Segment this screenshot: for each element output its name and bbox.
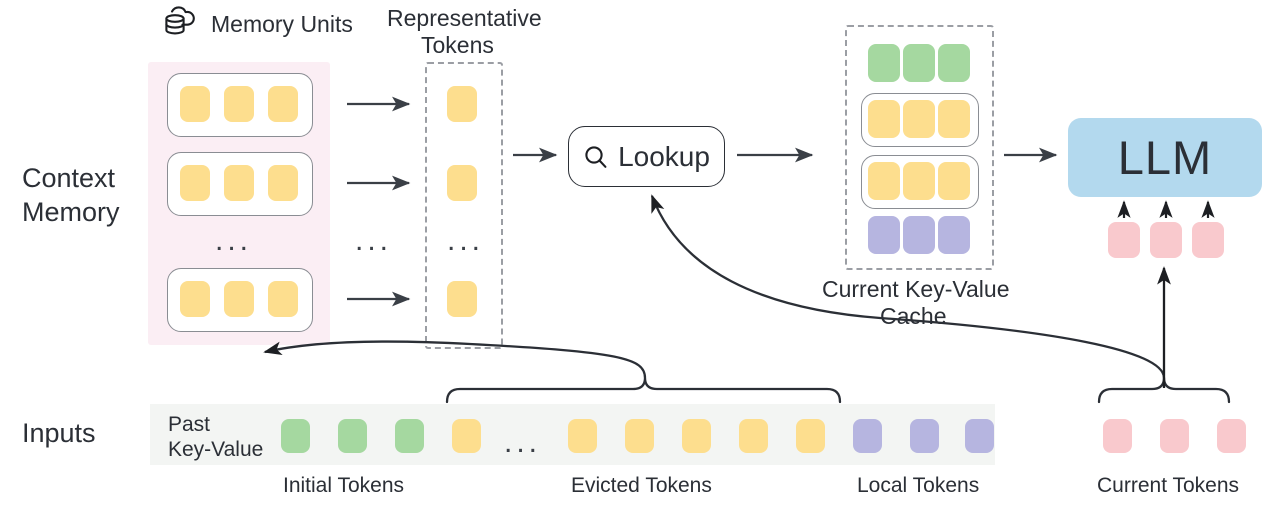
group-label-initial-tokens: Initial Tokens <box>283 474 405 497</box>
memory-token <box>224 86 254 122</box>
kv-token-initial <box>938 44 970 82</box>
llm-input-token <box>1192 222 1224 258</box>
input-token-local <box>965 419 994 453</box>
input-token-evicted <box>452 419 481 453</box>
kv-token-retrieved <box>938 162 970 200</box>
representative-tokens-label-line2: Tokens <box>421 32 494 58</box>
magnifier-icon <box>583 144 609 170</box>
context-memory-title-line1: Context <box>22 163 116 193</box>
input-token-local <box>853 419 882 453</box>
representative-token <box>447 86 477 122</box>
input-token-current <box>1103 419 1132 453</box>
representative-tokens-label-line1: Representative <box>387 5 542 31</box>
input-token-evicted <box>568 419 597 453</box>
input-token-evicted <box>739 419 768 453</box>
kv-token-initial <box>903 44 935 82</box>
memory-token <box>268 165 298 201</box>
llm-input-token <box>1150 222 1182 258</box>
kv-token-retrieved <box>903 100 935 138</box>
memory-units-ellipsis: ... <box>215 224 253 257</box>
lookup-node[interactable]: Lookup <box>568 126 725 187</box>
group-label-evicted-tokens: Evicted Tokens <box>571 474 712 497</box>
kv-token-initial <box>868 44 900 82</box>
kv-cache-label-line1: Current Key-Value <box>822 276 1010 302</box>
input-token-initial <box>338 419 367 453</box>
input-token-evicted <box>682 419 711 453</box>
memory-units-label: Memory Units <box>211 11 353 37</box>
input-token-initial <box>281 419 310 453</box>
group-label-current-tokens: Current Tokens <box>1097 474 1240 497</box>
kv-token-local <box>903 216 935 254</box>
input-token-local <box>910 419 939 453</box>
kv-token-local <box>938 216 970 254</box>
unit-arrow-ellipsis: ... <box>355 224 393 257</box>
input-sequence-ellipsis: ... <box>504 426 542 459</box>
lookup-label: Lookup <box>618 140 710 172</box>
input-token-evicted <box>625 419 654 453</box>
memory-token <box>180 281 210 317</box>
kv-cache-label-line2: Cache <box>880 303 947 329</box>
kv-token-retrieved <box>868 162 900 200</box>
input-token-initial <box>395 419 424 453</box>
representative-tokens-ellipsis: ... <box>447 224 485 257</box>
memory-token <box>224 281 254 317</box>
kv-token-retrieved <box>903 162 935 200</box>
llm-box[interactable]: LLM <box>1068 118 1262 197</box>
past-kv-label-line2: Key-Value <box>168 438 264 461</box>
group-label-local-tokens: Local Tokens <box>857 474 980 497</box>
inputs-title: Inputs <box>22 418 96 448</box>
brace-evicted-tokens <box>445 377 842 404</box>
memory-token <box>180 165 210 201</box>
input-token-current <box>1217 419 1246 453</box>
kv-token-retrieved <box>938 100 970 138</box>
representative-token <box>447 281 477 317</box>
memory-token <box>180 86 210 122</box>
context-memory-title-line2: Memory <box>22 197 120 227</box>
representative-token <box>447 165 477 201</box>
past-kv-label-line1: Past <box>168 413 211 436</box>
brace-current-tokens <box>1097 377 1231 404</box>
cloud-database-icon <box>160 4 202 44</box>
memory-token <box>224 165 254 201</box>
kv-token-local <box>868 216 900 254</box>
input-token-evicted <box>796 419 825 453</box>
llm-label: LLM <box>1117 131 1213 184</box>
memory-token <box>268 281 298 317</box>
kv-token-retrieved <box>868 100 900 138</box>
llm-input-token <box>1108 222 1140 258</box>
memory-token <box>268 86 298 122</box>
input-token-current <box>1160 419 1189 453</box>
